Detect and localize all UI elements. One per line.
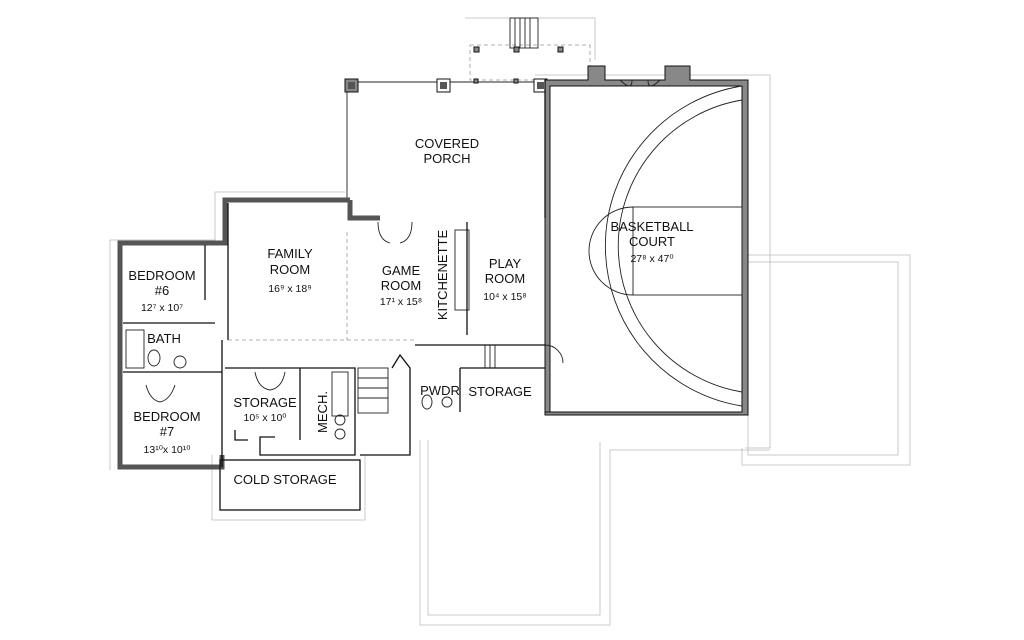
room-dims-storage: 10⁵ x 10⁰ [243,412,287,424]
basketball-court [544,65,749,416]
room-dims-bedroom-7: 13¹⁰x 10¹⁰ [144,444,192,456]
roof-outline [109,17,911,626]
room-label-bedroom-7: BEDROOM [133,409,200,424]
room-dims-basketball-court: 27⁸ x 47⁰ [630,253,674,265]
room-label-family-room-2: ROOM [270,262,310,277]
room-label-bedroom-7-2: #7 [160,424,174,439]
room-dims-family-room: 16⁹ x 18⁹ [268,283,311,295]
room-label-cold-storage: COLD STORAGE [233,472,336,487]
room-dims-play-room: 10⁴ x 15⁸ [483,291,526,303]
room-label-storage: STORAGE [233,395,297,410]
room-label-kitchenette: KITCHENETTE [435,230,450,321]
room-label-basketball-court-2: COURT [629,234,675,249]
exterior-stair [473,17,564,53]
walls [117,80,564,511]
room-label-game-room-2: ROOM [381,278,421,293]
room-label-covered-porch: COVERED [415,136,479,151]
room-label-storage-2: STORAGE [468,384,532,399]
room-label-bedroom-6-2: #6 [155,283,169,298]
room-label-game-room: GAME [382,263,421,278]
room-label-basketball-court: BASKETBALL [610,219,693,234]
room-label-bath: BATH [147,331,181,346]
room-label-play-room: PLAY [489,256,522,271]
room-dims-bedroom-6: 12⁷ x 10⁷ [141,302,183,314]
room-dims-game-room: 17¹ x 15⁸ [380,296,422,308]
room-label-family-room: FAMILY [267,246,313,261]
room-label-covered-porch-2: PORCH [424,151,471,166]
room-labels: COVERED PORCH BASKETBALL COURT 27⁸ x 47⁰… [128,136,693,487]
covered-porch [344,78,548,200]
room-label-pwdr: PWDR [420,383,460,398]
room-label-play-room-2: ROOM [485,271,525,286]
room-label-mech: MECH. [315,391,330,433]
room-label-bedroom-6: BEDROOM [128,268,195,283]
